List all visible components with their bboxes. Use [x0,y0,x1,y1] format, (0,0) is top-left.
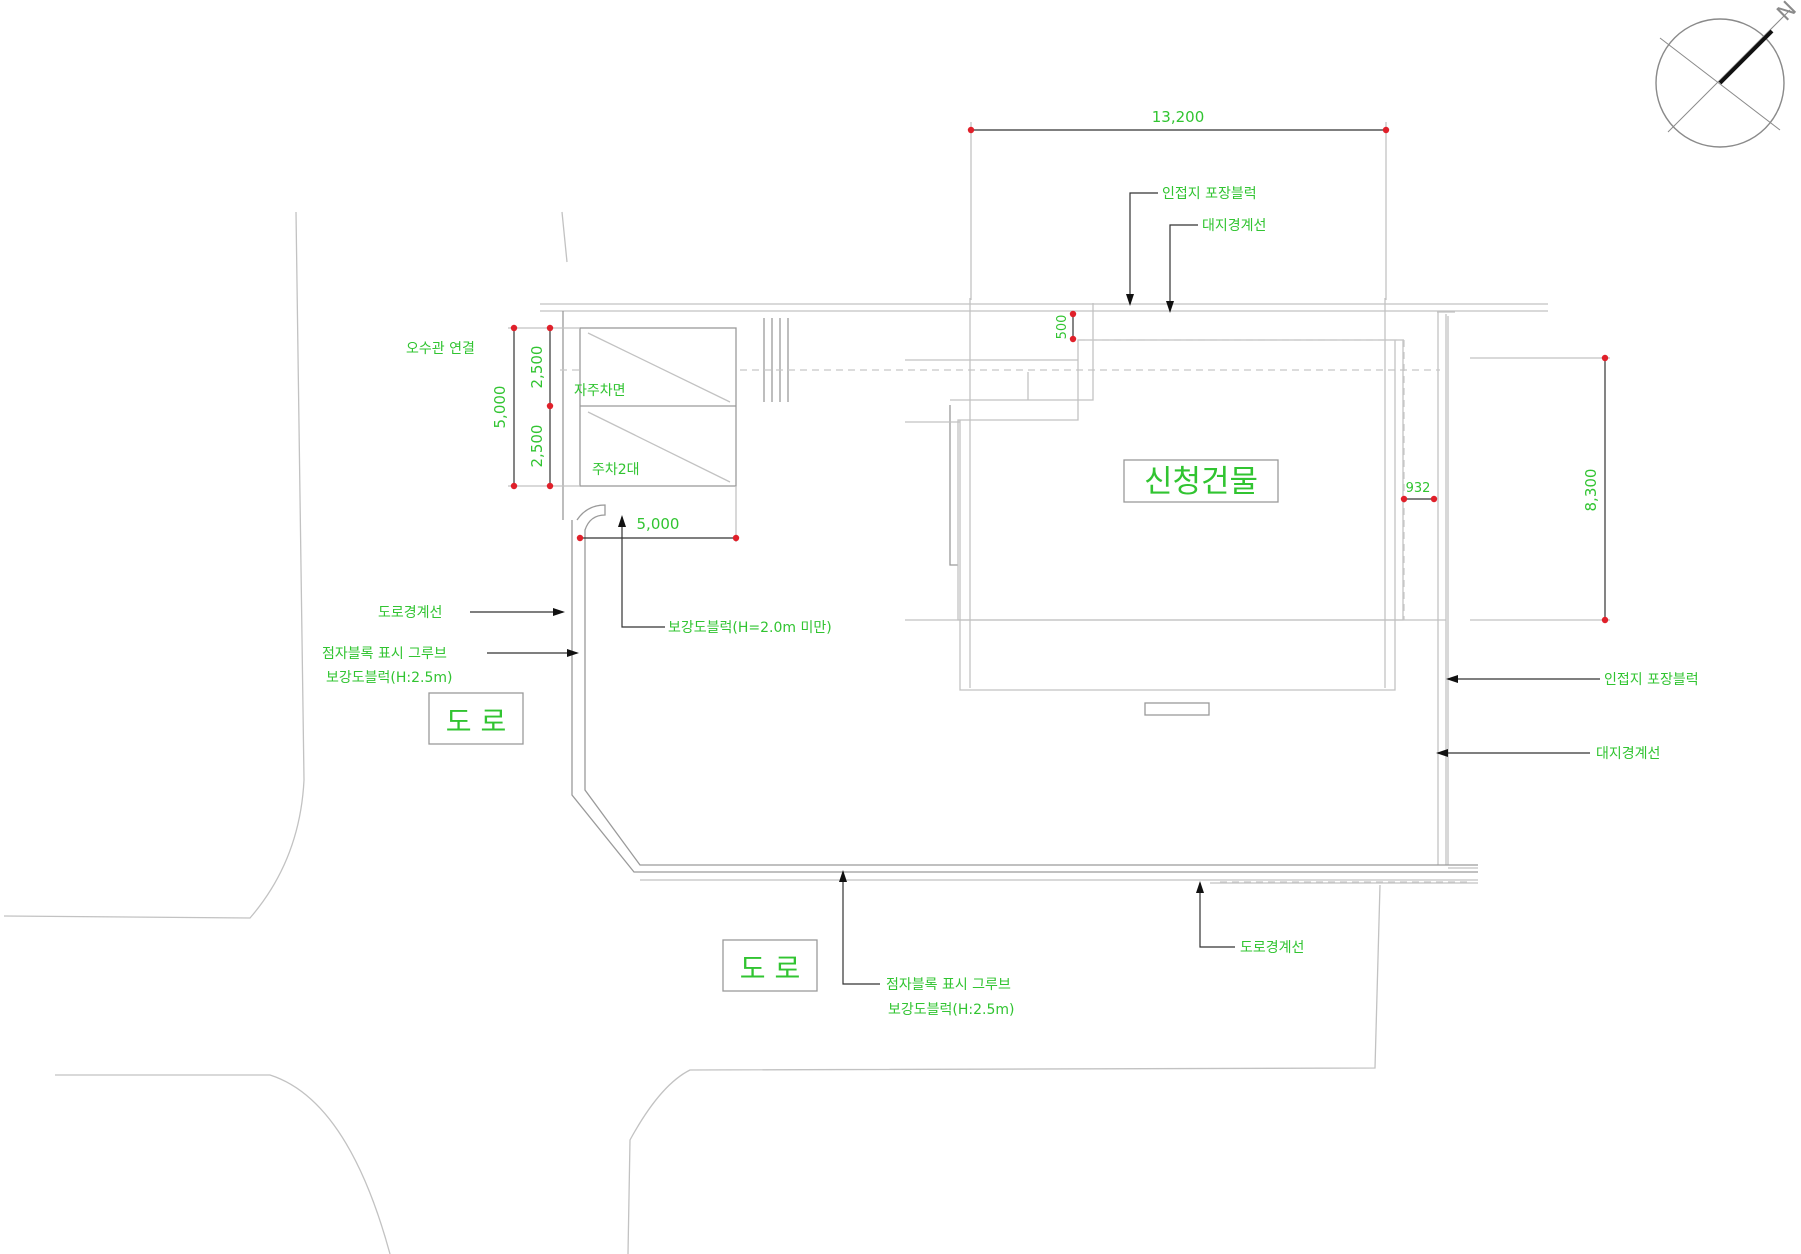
dimension-setback-right: 932 [1400,481,1438,503]
site-boundary-top-label: 대지경계선 [1202,218,1266,234]
building-outline [905,298,1478,884]
walkway-note-label: 보강도블럭(H=2.0m 미만) [668,620,832,636]
dimension-height-right: 8,300 [1470,354,1610,624]
annotation-road-boundary-bottom: 도로경계선 [1196,881,1304,956]
setback-right-label: 932 [1406,481,1431,496]
road-label-left: 도 로 [428,692,524,745]
width-dimension-label: 13,200 [1152,108,1205,126]
parking-lower-label: 2,500 [528,425,546,468]
septic-label: 오수관 연결 [406,341,475,357]
setback-top-label: 500 [1055,315,1070,340]
road-boundary-left-label: 도로경계선 [378,605,442,621]
building-name-label: 신청건물 [1144,464,1258,500]
building-name-box: 신청건물 [1123,459,1279,503]
annotation-bottom-block: 점자블록 표시 그루브 보강도블럭(H:2.5m) [839,870,1014,1018]
road-label-bottom: 도 로 [722,939,818,992]
height-dimension-label: 8,300 [1582,469,1600,512]
bottom-note-1-label: 점자블록 표시 그루브 [886,977,1011,993]
parking-label: 주차2대 [592,462,640,478]
dimension-parking-total: 5,000 [491,324,580,490]
road-left-label: 도 로 [446,705,506,738]
north-arrow-icon: N [1655,0,1801,148]
annotation-septic: 오수관 연결 [406,341,475,357]
annotation-walkway-block: 보강도블럭(H=2.0m 미만) [618,515,832,636]
right-note-2-label: 대지경계선 [1596,746,1660,762]
annotation-right-block: 인접지 포장블럭 [1446,672,1699,688]
dimension-width-top: 13,200 [967,108,1390,300]
dimension-setback-top: 500 [1055,310,1077,343]
annotation-right-boundary: 대지경계선 [1436,746,1660,762]
dimension-parking-width: 5,000 [576,486,740,542]
parking-upper-label: 2,500 [528,346,546,389]
bike-parking-label: 자주차면 [574,383,626,399]
adjacent-block-label: 인접지 포장블럭 [1162,186,1257,202]
annotation-site-boundary-top: 대지경계선 [1166,218,1266,313]
road-bottom-label: 도 로 [740,952,800,985]
surrounding-road-lines [3,211,1381,1254]
north-label: N [1773,0,1801,26]
right-note-1-label: 인접지 포장블럭 [1604,672,1699,688]
site-boundary [540,303,1548,881]
annotation-left-block: 점자블록 표시 그루브 보강도블럭(H:2.5m) [322,646,579,686]
parking-total-label: 5,000 [491,386,509,429]
parking-area: 자주차면 주차2대 [574,327,737,487]
bottom-note-2-label: 보강도블럭(H:2.5m) [888,1002,1014,1018]
annotation-road-boundary-left: 도로경계선 [378,605,565,621]
left-note-1-label: 점자블록 표시 그루브 [322,646,447,662]
left-note-2-label: 보강도블럭(H:2.5m) [326,670,452,686]
parking-width-label: 5,000 [637,515,680,533]
annotation-adjacent-block: 인접지 포장블럭 [1126,186,1257,306]
dimension-parking-split: 2,500 2,500 [528,324,554,490]
road-boundary-bottom-label: 도로경계선 [1240,940,1304,956]
